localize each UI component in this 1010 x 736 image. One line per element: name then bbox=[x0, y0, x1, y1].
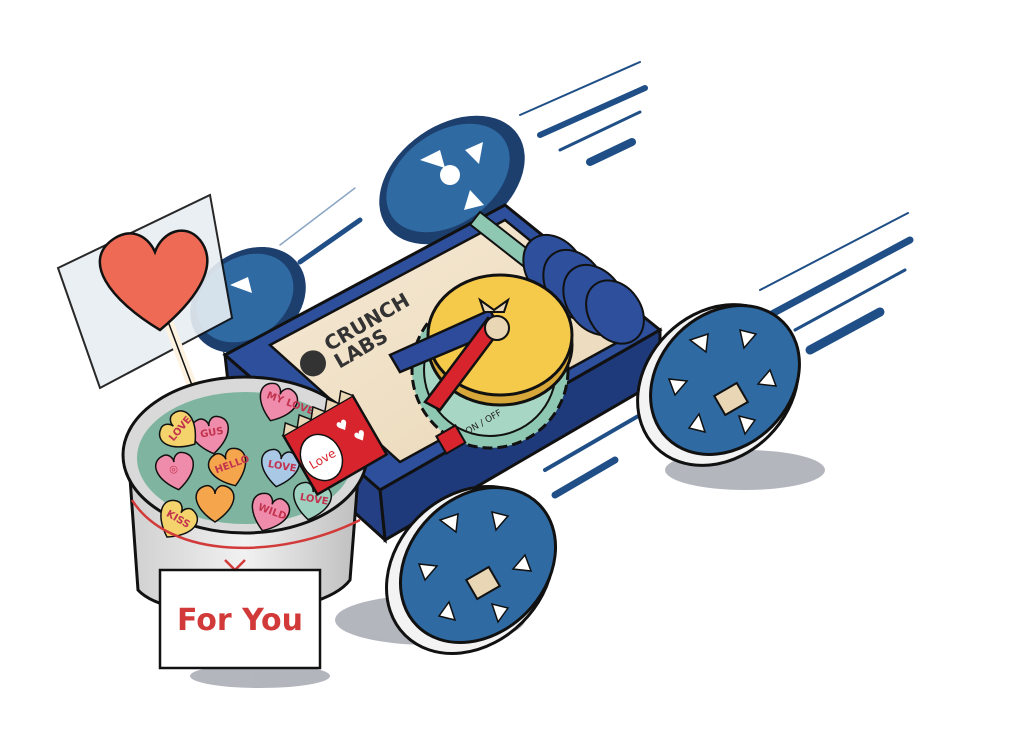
speed-lines bbox=[279, 61, 914, 499]
candy-heart: LOVE bbox=[260, 448, 301, 488]
gift-tag-text: For You bbox=[177, 603, 303, 638]
back-left-wheel bbox=[379, 115, 525, 245]
candy-hearts: MY LOVE GUS LOVE HELLO LOVE WILD ◎ bbox=[154, 382, 333, 538]
candy-heart-text: GUS bbox=[199, 426, 224, 441]
candy-heart: KISS bbox=[160, 499, 199, 538]
candy-heart-text: LOVE bbox=[299, 492, 329, 508]
gift-tag: For You bbox=[158, 568, 322, 670]
candy-heart: GUS bbox=[189, 415, 230, 455]
candy-heart: ◎ bbox=[154, 451, 195, 491]
front-right-wheel bbox=[636, 303, 801, 467]
candy-heart bbox=[195, 484, 235, 523]
front-left-wheel bbox=[385, 485, 558, 655]
candy-heart-logo: ◎ bbox=[168, 464, 179, 476]
candy-heart: LOVE bbox=[158, 410, 197, 448]
lever bbox=[388, 297, 510, 412]
candy-bar: Love ♥ ♥ bbox=[281, 389, 389, 497]
candy-heart-text: LOVE bbox=[267, 459, 297, 475]
candy-heart: WILD bbox=[251, 492, 291, 532]
candy-heart: HELLO bbox=[207, 447, 251, 487]
